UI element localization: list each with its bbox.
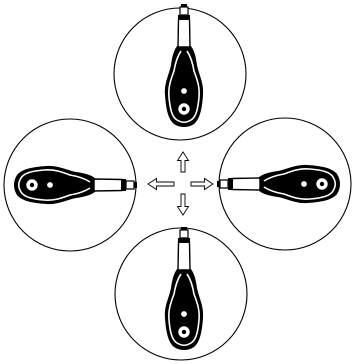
view-right (217, 118, 351, 250)
view-top (114, 4, 246, 140)
view-left (4, 119, 137, 251)
arrow-right-icon (191, 179, 213, 190)
view-bottom (115, 227, 247, 360)
arrow-left-icon (148, 179, 174, 190)
arrow-down-icon (178, 194, 189, 215)
direction-arrows (148, 152, 213, 215)
arrow-up-icon (178, 152, 189, 172)
